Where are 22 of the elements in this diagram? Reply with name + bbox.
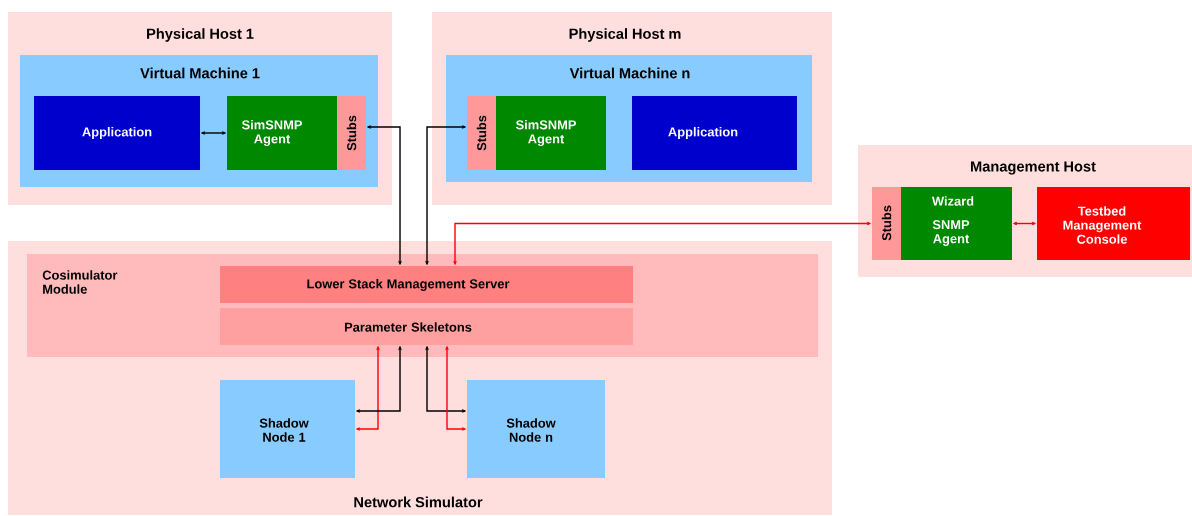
arrow [356, 346, 402, 413]
arrow [425, 346, 466, 413]
arrow [1013, 221, 1036, 226]
shadow-node-box: Shadow Node n [467, 380, 605, 478]
application-box: Application [34, 96, 200, 170]
server-bar: Lower Stack Management Server [220, 266, 633, 303]
agent-box: SimSNMP Agent [496, 96, 606, 170]
arrow [425, 125, 466, 265]
skeletons-bar: Parameter Skeletons [220, 308, 633, 345]
application-box: Application [632, 96, 797, 170]
console-box: Testbed Management Console [1037, 187, 1190, 260]
arrow [445, 346, 466, 431]
stubs-box: Stubs [872, 187, 901, 260]
stubs-box: Stubs [467, 96, 496, 170]
agent-box: Wizard SNMP Agent [901, 187, 1012, 260]
arrow [201, 131, 226, 135]
arrow [367, 125, 402, 265]
arrow [356, 346, 380, 431]
arrow [453, 221, 871, 265]
shadow-node-box: Shadow Node 1 [220, 380, 355, 478]
stubs-box: Stubs [337, 96, 366, 170]
agent-box: SimSNMP Agent [227, 96, 337, 170]
